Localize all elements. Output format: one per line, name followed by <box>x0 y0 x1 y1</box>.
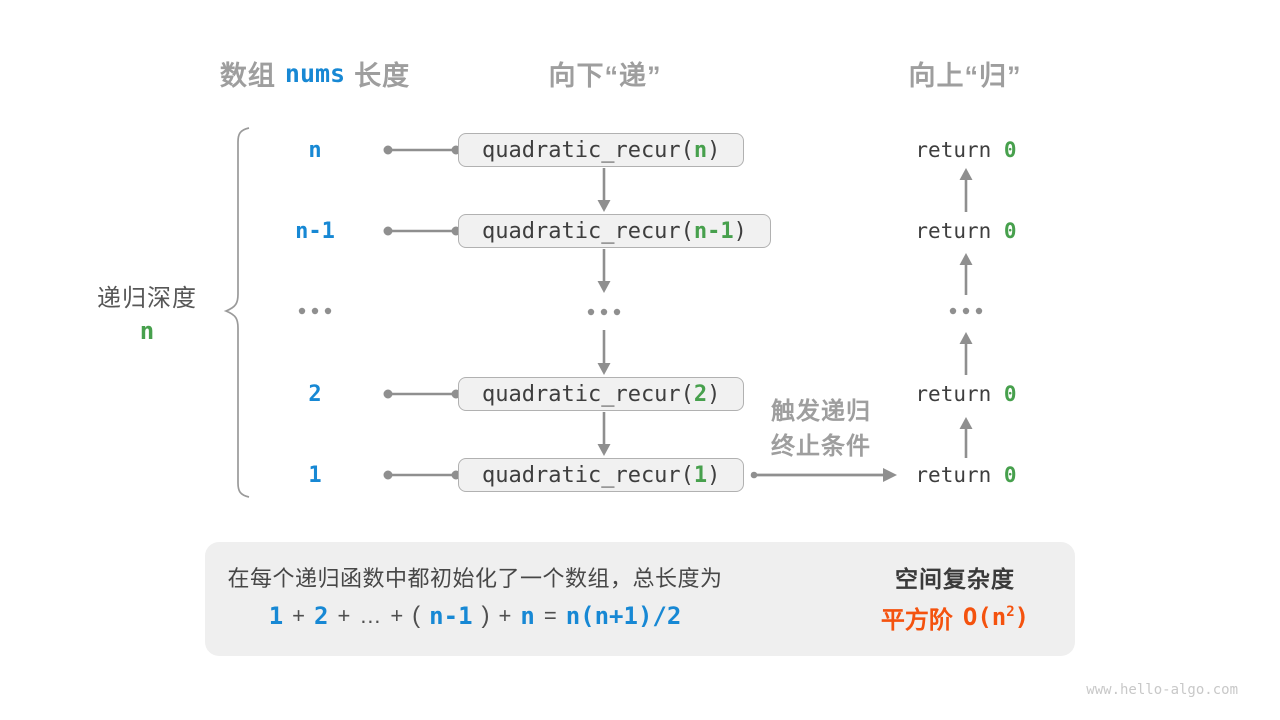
header-nums-code: nums <box>284 58 346 88</box>
recursion-depth-title: 递归深度 <box>97 284 197 312</box>
call-arg: 1 <box>693 462 708 488</box>
call-box-1: quadratic_recur(1) <box>458 458 745 492</box>
return-text: return <box>915 138 1004 162</box>
connector-lines <box>383 145 461 480</box>
return-value: 0 <box>1003 463 1017 487</box>
space-complexity-value: 平方阶 O(n2) <box>860 601 1050 634</box>
call-text: quadratic_recur( <box>482 218 694 244</box>
return-text: return <box>915 463 1004 487</box>
return-label-2: return 0 <box>880 380 1052 408</box>
summary-panel <box>205 542 1075 656</box>
formula-ellipsis: … <box>359 603 382 628</box>
formula-term: n <box>520 602 535 630</box>
call-close: ) <box>707 381 721 407</box>
formula-paren-close: ) <box>481 602 490 629</box>
formula-term: n-1 <box>429 602 473 630</box>
notation-sup: 2 <box>1006 604 1015 620</box>
call-close: ) <box>733 218 747 244</box>
return-value: 0 <box>1003 219 1017 243</box>
up-arrows <box>959 168 973 458</box>
complexity-notation: O(n2) <box>963 603 1029 631</box>
trigger-label-line2: 终止条件 <box>771 432 871 460</box>
call-close: ) <box>707 462 721 488</box>
return-label-n: return 0 <box>880 136 1052 164</box>
call-text: quadratic_recur( <box>482 137 694 163</box>
return-label-1: return 0 <box>880 461 1052 489</box>
call-box-n1: quadratic_recur(n-1) <box>458 214 771 248</box>
return-value: 0 <box>1003 138 1017 162</box>
call-box-2: quadratic_recur(2) <box>458 377 745 411</box>
recursion-depth-brace <box>223 127 250 498</box>
formula-equals: = <box>543 603 557 628</box>
size-label-1: 1 <box>308 462 322 488</box>
notation-post: ) <box>1014 603 1030 631</box>
header-array-post: 长度 <box>354 60 411 91</box>
down-arrows <box>597 168 611 456</box>
header-upward-return: 向上“归” <box>908 60 1022 91</box>
formula-term: 2 <box>314 602 329 630</box>
panel-formula: 1 + 2 + … + ( n-1 ) + n = n(n+1)/2 <box>215 600 735 632</box>
header-downward-recurse: 向下“递” <box>548 60 662 91</box>
header-array-length: 数组 nums 长度 <box>175 57 455 91</box>
recursion-depth-value: n <box>139 317 155 345</box>
watermark: www.hello-algo.com <box>1086 682 1238 698</box>
formula-op: + <box>292 603 305 628</box>
trigger-label-line1: 触发递归 <box>771 397 871 425</box>
terminate-arrow <box>750 468 897 482</box>
return-text: return <box>915 382 1004 406</box>
formula-op: + <box>337 603 351 628</box>
formula-op: + <box>390 603 404 628</box>
call-arg: n <box>693 137 708 163</box>
call-text: quadratic_recur( <box>482 381 694 407</box>
size-label-n: n <box>308 137 322 163</box>
ellipsis-dots <box>298 307 983 316</box>
call-text: quadratic_recur( <box>482 462 694 488</box>
panel-description: 在每个递归函数中都初始化了一个数组，总长度为 <box>227 566 723 591</box>
return-value: 0 <box>1003 382 1017 406</box>
size-label-n1: n-1 <box>295 218 335 244</box>
space-complexity-title: 空间复杂度 <box>895 566 1015 592</box>
formula-op: + <box>498 603 512 628</box>
header-array-pre: 数组 <box>219 60 276 91</box>
return-text: return <box>915 219 1004 243</box>
return-label-n1: return 0 <box>880 217 1052 245</box>
complexity-order-label: 平方阶 <box>880 606 953 634</box>
size-label-2: 2 <box>308 381 322 407</box>
formula-result: n(n+1)/2 <box>565 602 682 630</box>
call-arg: 2 <box>693 381 708 407</box>
formula-paren-open: ( <box>412 602 421 629</box>
call-close: ) <box>707 137 721 163</box>
call-box-n: quadratic_recur(n) <box>458 133 745 167</box>
notation-pre: O(n <box>962 603 1007 631</box>
formula-term: 1 <box>268 602 284 630</box>
call-arg: n-1 <box>693 218 734 244</box>
